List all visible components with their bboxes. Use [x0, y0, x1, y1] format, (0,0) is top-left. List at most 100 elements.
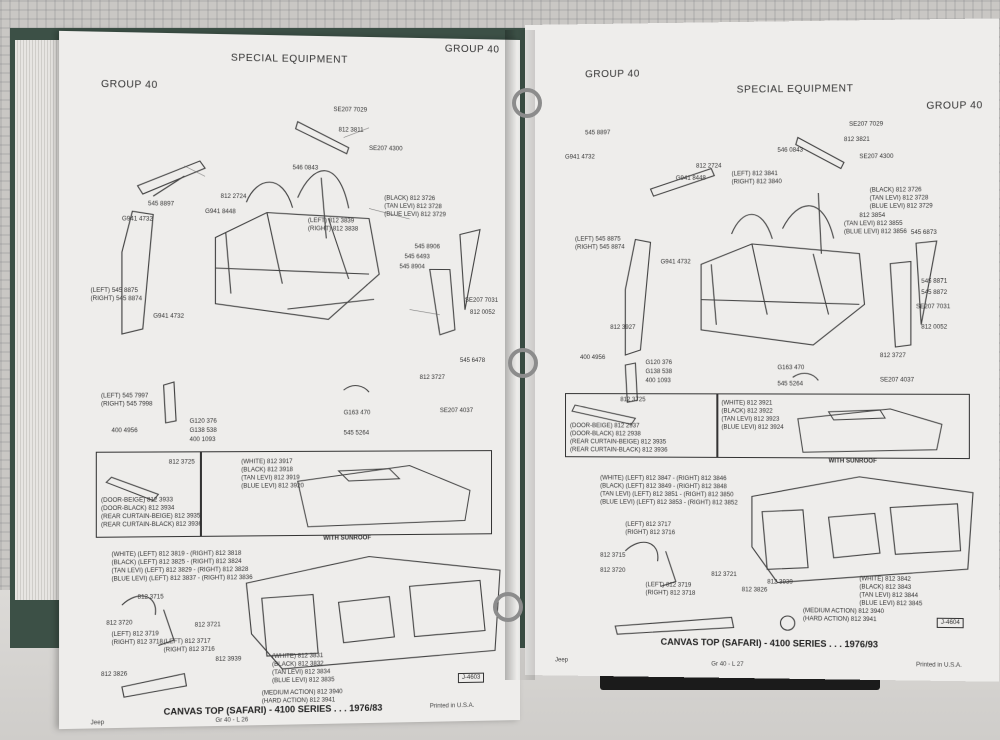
right-sunroof-callout-7: (DOOR-BLACK) 812 2938 — [570, 431, 641, 438]
right-top-callout-16: (TAN LEVI) 812 3844 — [859, 592, 919, 600]
right-page: GROUP 40 SPECIAL EQUIPMENT GROUP 40 545 … — [525, 18, 999, 682]
right-callout-30: 812 3727 — [879, 353, 906, 360]
left-sunroof-callout-9: (REAR CURTAIN-BLACK) 812 3936 — [101, 521, 202, 529]
right-sunroof-callout-5: (BLUE LEVI) 812 3924 — [721, 424, 784, 431]
right-sunroof-callout-2: (WHITE) 812 3921 — [721, 400, 773, 407]
left-footer-left: Jeep — [90, 720, 105, 727]
right-callout-10: SE207 4300 — [859, 153, 894, 161]
left-page: GROUP 40 SPECIAL EQUIPMENT GROUP 40 SE20… — [59, 30, 520, 730]
left-caption: CANVAS TOP (SAFARI) - 4100 SERIES . . . … — [163, 702, 383, 717]
right-callout-13: (BLUE LEVI) 812 3729 — [869, 203, 933, 210]
binder-ring-top — [512, 88, 542, 118]
right-callout-8: 812 3821 — [843, 136, 870, 144]
right-sunroof-callout-9: (REAR CURTAIN-BLACK) 812 3936 — [570, 447, 668, 454]
right-caption: CANVAS TOP (SAFARI) - 4100 SERIES . . . … — [660, 636, 878, 650]
right-top-callout-17: (BLUE LEVI) 812 3845 — [859, 600, 923, 608]
left-sunroof-callout-4: (TAN LEVI) 812 3919 — [241, 475, 300, 482]
left-callout-28: 400 4956 — [111, 428, 138, 435]
right-sunroof-callout-1: 812 3725 — [620, 397, 646, 404]
right-top-callout-12: 812 3826 — [741, 587, 768, 594]
right-callout-20: G941 4732 — [660, 259, 691, 266]
left-callout-18: (RIGHT) 545 8874 — [90, 295, 143, 303]
right-top-callout-9: (LEFT) 812 3719 — [645, 582, 692, 589]
right-top-callout-8: 812 3720 — [600, 567, 626, 574]
right-callout-29: 400 1093 — [645, 378, 671, 385]
left-callout-4: 546 0843 — [292, 165, 319, 172]
right-callout-14: 812 3854 — [859, 212, 886, 220]
right-callout-11: (BLACK) 812 3726 — [869, 187, 922, 194]
left-top-callout-15: (BLACK) 812 3832 — [272, 661, 324, 669]
right-top-callout-13: 812 3939 — [767, 579, 793, 586]
right-callout-7: SE207 7029 — [849, 121, 884, 128]
left-callout-5: 545 8897 — [147, 201, 175, 208]
right-group-label-left: GROUP 40 — [585, 68, 640, 81]
left-callout-23: 812 3727 — [419, 374, 445, 382]
right-top-callout-2: (BLACK) (LEFT) 812 3849 - (RIGHT) 812 38… — [600, 483, 727, 491]
right-page-title: SPECIAL EQUIPMENT — [736, 83, 854, 96]
right-sunroof-callout-3: (BLACK) 812 3922 — [721, 408, 773, 415]
right-callout-28: G138 538 — [645, 369, 673, 376]
right-exploded-frame-diagram — [525, 110, 999, 416]
left-callout-10: (RIGHT) 812 3838 — [307, 226, 359, 233]
left-callout-15: 545 6493 — [404, 254, 430, 261]
right-callout-26: 400 4956 — [580, 355, 606, 362]
left-top-callout-13: 812 3826 — [101, 671, 128, 679]
right-top-callout-3: (TAN LEVI) (LEFT) 812 3851 - (RIGHT) 812… — [600, 491, 734, 499]
left-callout-25: (RIGHT) 545 7998 — [101, 401, 153, 408]
left-callout-1: SE207 7029 — [333, 107, 368, 114]
left-callout-21: 812 0052 — [469, 309, 496, 316]
left-top-callout-9: (LEFT) 812 3717 — [163, 638, 211, 646]
left-sunroof-callout-3: (BLACK) 812 3918 — [241, 467, 293, 474]
right-callout-4: G941 8448 — [675, 175, 706, 182]
left-sunroof-callout-6: (DOOR-BEIGE) 812 3933 — [101, 497, 173, 504]
right-callout-17: 545 6873 — [910, 229, 937, 237]
binder-ring-bottom — [493, 592, 523, 622]
right-callout-24: 812 0052 — [921, 324, 948, 331]
left-callout-12: (TAN LEVI) 812 3728 — [384, 203, 442, 211]
left-callout-27: G138 538 — [189, 427, 217, 435]
left-top-callout-17: (BLUE LEVI) 812 3835 — [272, 677, 335, 685]
right-callout-5: (LEFT) 812 3841 — [731, 171, 778, 178]
left-callout-3: SE207 4300 — [369, 145, 403, 153]
left-callout-20: SE207 7031 — [464, 297, 499, 304]
left-callout-17: (LEFT) 545 8875 — [90, 287, 138, 295]
right-top-callout-19: (HARD ACTION) 812 3941 — [802, 616, 877, 624]
right-callout-6: (RIGHT) 812 3840 — [731, 179, 782, 186]
right-callout-21: 545 8871 — [921, 278, 948, 285]
right-sunroof-callout-6: (DOOR-BEIGE) 812 2937 — [570, 423, 640, 430]
right-callout-2: G941 4732 — [565, 154, 595, 161]
left-callout-9: (LEFT) 812 3839 — [307, 218, 355, 225]
left-exploded-frame-diagram — [59, 62, 520, 401]
right-canvas-top-diagram — [525, 465, 999, 641]
left-callout-7: 812 2724 — [220, 193, 247, 201]
left-callout-19: G941 4732 — [153, 313, 185, 320]
left-callout-22: 545 6478 — [459, 357, 486, 364]
right-callout-25: 812 3927 — [610, 324, 636, 331]
left-footer-center: Gr 40 - L 26 — [215, 717, 249, 724]
right-callout-19: (RIGHT) 545 8874 — [575, 244, 625, 251]
left-top-callout-18: (MEDIUM ACTION) 812 3940 — [261, 689, 343, 697]
left-callout-26: G120 376 — [189, 418, 217, 425]
right-top-callout-11: 812 3721 — [711, 571, 737, 579]
left-top-callout-14: (WHITE) 812 3831 — [272, 653, 324, 660]
left-sunroof-callout-8: (REAR CURTAIN-BEIGE) 812 3935 — [101, 513, 201, 521]
left-sunroof-callout-7: (DOOR-BLACK) 812 3934 — [101, 505, 175, 513]
left-top-callout-6: 812 3720 — [106, 620, 133, 627]
left-code-box: J-4603 — [457, 672, 485, 684]
left-top-callout-5: 812 3715 — [137, 594, 164, 601]
right-sunroof-callout-4: (TAN LEVI) 812 3923 — [721, 416, 780, 423]
left-top-callout-11: 812 3721 — [194, 622, 221, 629]
left-footer-right: Printed in U.S.A. — [429, 702, 475, 710]
right-with-sunroof-label: WITH SUNROOF — [828, 458, 877, 465]
left-callout-2: 812 3811 — [338, 127, 364, 134]
left-callout-30: G163 470 — [343, 410, 371, 417]
left-page-title: SPECIAL EQUIPMENT — [230, 52, 349, 66]
left-callout-8: G941 8448 — [205, 208, 236, 216]
left-callout-29: 400 1093 — [189, 436, 216, 444]
right-footer-right: Printed in U.S.A. — [916, 662, 962, 669]
left-sunroof-callout-1: 812 3725 — [168, 459, 195, 466]
right-callout-1: 545 8897 — [585, 130, 611, 137]
right-callout-32: 545 5264 — [777, 381, 803, 388]
right-callout-15: (TAN LEVI) 812 3855 — [843, 220, 903, 228]
right-callout-31: G163 470 — [777, 365, 805, 372]
